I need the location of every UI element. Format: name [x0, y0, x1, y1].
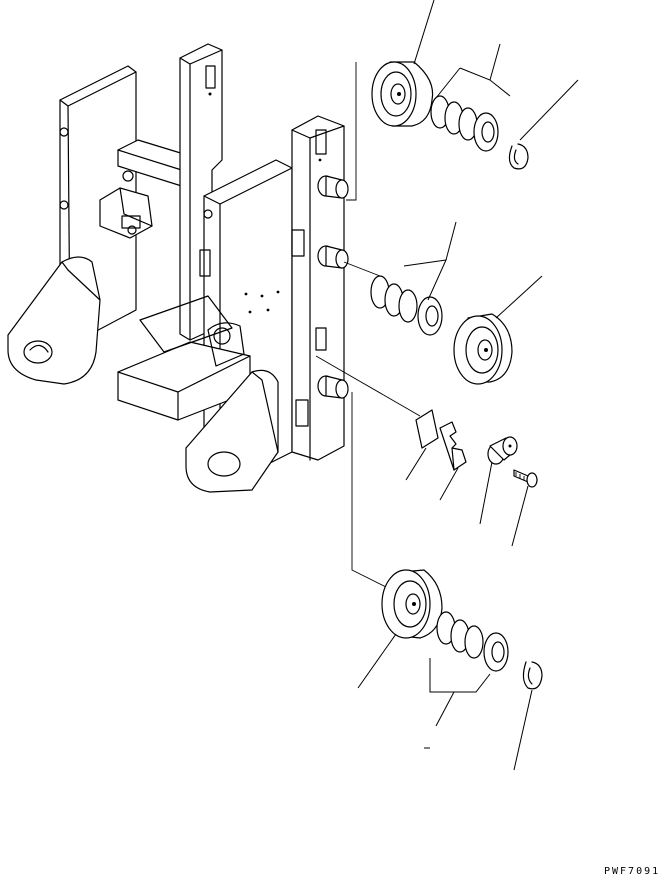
- assembly-lines: [315, 62, 421, 591]
- lower-shaft: [317, 375, 349, 399]
- upper-shim-set: [430, 95, 499, 152]
- upper-snap-ring: [508, 143, 529, 170]
- bolt: [513, 469, 538, 488]
- lower-snap-ring: [522, 661, 543, 690]
- middle-shaft: [317, 245, 349, 269]
- lower-roller: [381, 569, 443, 639]
- leader-lines: [357, 0, 579, 771]
- carriage-frame: [7, 43, 349, 493]
- drawing-code: PWF7091: [604, 866, 661, 877]
- upper-roller: [371, 61, 434, 127]
- upper-shaft: [317, 175, 349, 199]
- shim-plate: [439, 421, 467, 471]
- lower-shim-set: [436, 611, 509, 672]
- side-pad-plate: [415, 409, 439, 449]
- middle-shim-set: [370, 275, 443, 336]
- middle-roller: [453, 313, 513, 385]
- side-roller: [487, 436, 518, 465]
